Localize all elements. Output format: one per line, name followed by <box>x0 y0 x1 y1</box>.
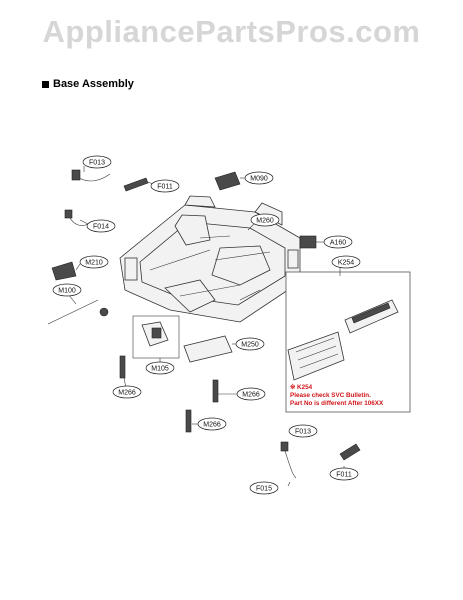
svg-text:M090: M090 <box>250 176 268 183</box>
k254-panel-box <box>285 271 411 413</box>
watermark-logo: AppliancePartsPros.com <box>42 14 421 49</box>
section-title: Base Assembly <box>53 78 134 90</box>
m266-screw-low-part <box>185 409 192 433</box>
m100-hose-part <box>47 299 109 325</box>
svg-text:F015: F015 <box>256 486 272 493</box>
svg-text:M100: M100 <box>58 288 76 295</box>
svg-text:F014: F014 <box>93 224 109 231</box>
svg-text:F011: F011 <box>157 184 173 191</box>
callout-m210: M210 <box>79 255 109 269</box>
m250-bracket-part <box>183 335 233 363</box>
f013-sensor-wire-part <box>71 169 111 182</box>
m266-screw-mid-part <box>212 379 219 403</box>
svg-text:M210: M210 <box>85 260 103 267</box>
callout-f011-bottom: F011 <box>329 467 359 481</box>
callout-m260: M260 <box>250 213 280 227</box>
f014-wire-part <box>64 209 89 226</box>
f013-bottom-wire-part <box>280 441 297 479</box>
svg-text:M266: M266 <box>118 390 136 397</box>
callout-m266-left: M266 <box>112 385 142 399</box>
callout-m105: M105 <box>145 361 175 375</box>
callout-k254: K254 <box>331 255 361 269</box>
svg-text:F013: F013 <box>295 429 311 436</box>
callout-f015: F015 <box>249 481 279 495</box>
f011-bottom-spring-part <box>339 443 361 461</box>
svg-text:A160: A160 <box>330 240 346 247</box>
callout-m266-low: M266 <box>197 417 227 431</box>
callout-m250: M250 <box>235 337 265 351</box>
m105-bracket-box <box>132 315 180 359</box>
svg-text:M260: M260 <box>256 218 274 225</box>
svg-text:M266: M266 <box>242 392 260 399</box>
callout-f013-bottom: F013 <box>288 424 318 438</box>
svg-text:M250: M250 <box>241 342 259 349</box>
k254-service-note: ※ K254 Please check SVC Bulletin. Part N… <box>290 383 384 407</box>
callout-f011-top: F011 <box>150 179 180 193</box>
section-heading: Base Assembly <box>42 78 134 90</box>
callout-f013-top: F013 <box>82 155 112 169</box>
note-line-3: Part No is different After 106XX <box>290 400 384 407</box>
svg-text:M266: M266 <box>203 422 221 429</box>
f011-spring-part <box>123 177 149 192</box>
callout-m266-mid: M266 <box>236 387 266 401</box>
svg-text:F013: F013 <box>89 160 105 167</box>
callout-m090: M090 <box>244 171 274 185</box>
callout-f014: F014 <box>86 219 116 233</box>
callout-m100: M100 <box>52 283 82 297</box>
svg-text:F011: F011 <box>336 472 352 479</box>
m090-bracket-part <box>214 171 241 191</box>
callout-a160: A160 <box>323 235 353 249</box>
bullet-square-icon <box>42 80 49 88</box>
note-line-1: ※ K254 <box>290 383 313 391</box>
m266-screw-left-part <box>119 355 126 379</box>
m210-holder-part <box>51 261 77 281</box>
note-line-2: Please check SVC Bulletin. <box>290 392 371 399</box>
a160-clip-part <box>299 235 317 249</box>
svg-text:M105: M105 <box>151 366 169 373</box>
svg-text:K254: K254 <box>338 260 354 267</box>
